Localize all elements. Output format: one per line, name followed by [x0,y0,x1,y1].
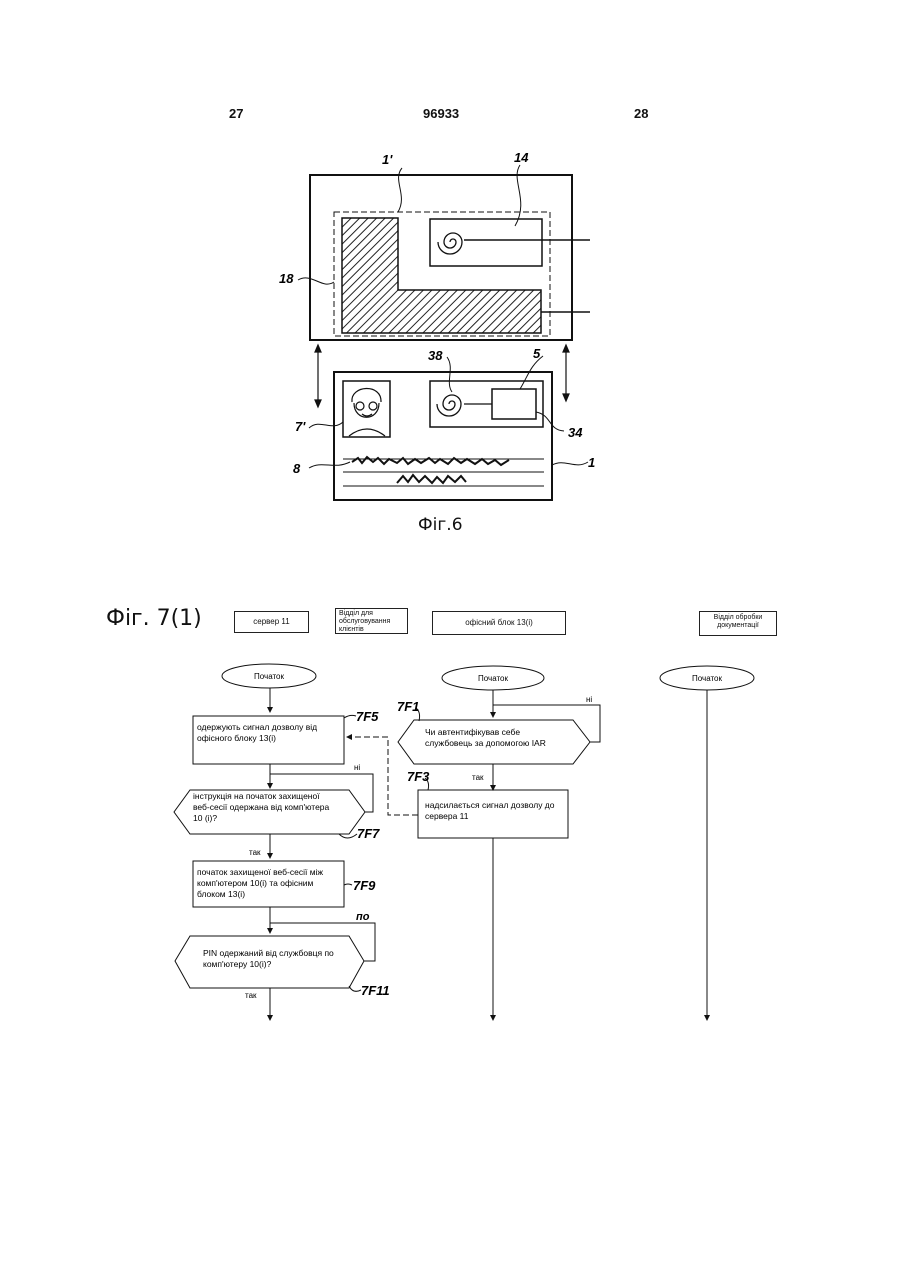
branch-no-2: ні [586,695,592,704]
step-7f11-text-1: PIN одержаний від службовця по [203,948,334,958]
step-7f1-text-2: службовець за допомогою IAR [425,738,546,748]
ref-7f1: 7F1 [397,699,419,714]
step-7f9-text-3: блоком 13(i) [197,889,245,899]
step-7f3-text-2: сервера 11 [425,811,469,821]
step-7f9-text-1: початок захищеної веб-сесії між [197,867,323,877]
branch-yes-2: так [472,773,484,782]
step-7f1-text-1: Чи автентифікував себе [425,727,520,737]
ref-7f11: 7F11 [361,983,390,998]
step-7f7-text-2: веб-сесії одержана від комп'ютера [193,802,330,812]
step-7f7-text-1: інструкція на початок захищеної [193,791,320,801]
ref-7f3: 7F3 [407,769,430,784]
step-7f7-text-3: 10 (i)? [193,813,217,823]
ref-7f7: 7F7 [357,826,380,841]
start-label-server: Початок [254,672,284,681]
start-label-office: Початок [478,674,508,683]
branch-yes-3: так [245,991,257,1000]
branch-yes-1: так [249,848,261,857]
start-label-docs: Початок [692,674,722,683]
branch-no-3: по [356,911,370,923]
step-7f5-text-1: одержують сигнал дозволу від [197,722,317,732]
step-7f11-text-2: комп'ютеру 10(i)? [203,959,272,969]
branch-no-1: ні [354,763,360,772]
step-7f5-text-2: офісного блоку 13(i) [197,733,276,743]
step-7f9-text-2: комп'ютером 10(i) та офісним [197,878,314,888]
ref-7f9: 7F9 [353,878,376,893]
step-7f3-text-1: надсилається сигнал дозволу до [425,800,555,810]
ref-7f5: 7F5 [356,709,379,724]
